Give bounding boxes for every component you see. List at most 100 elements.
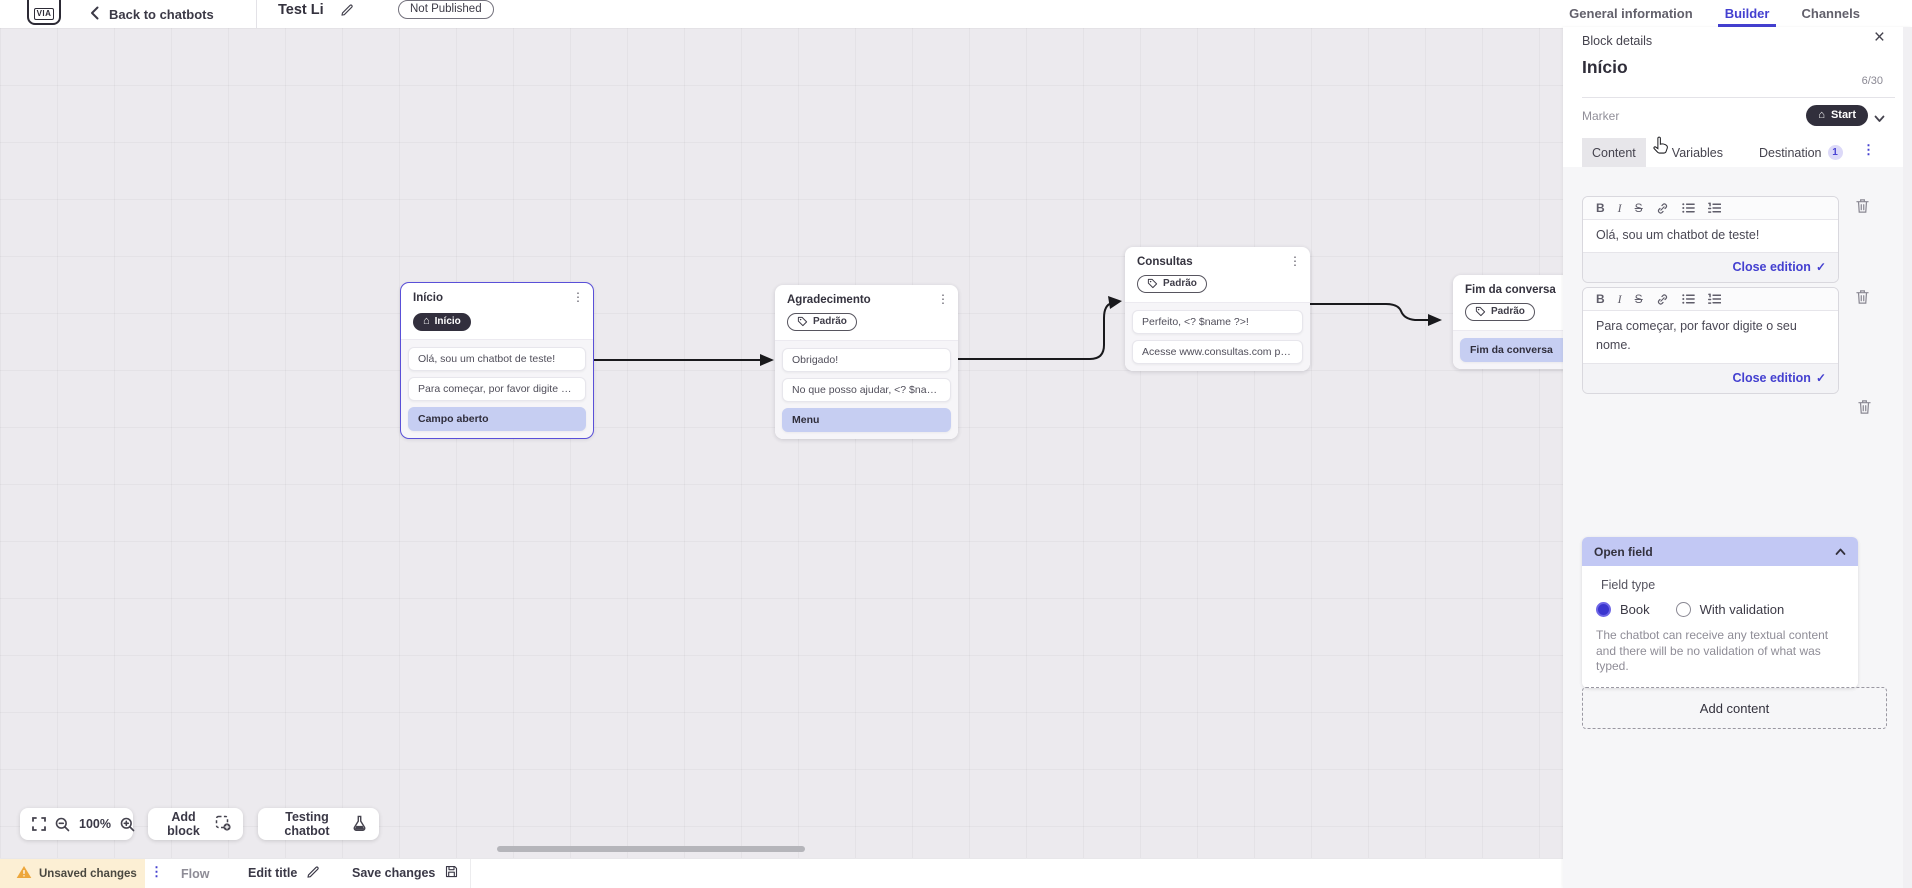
block-items: Obrigado! No que posso ajudar, <? $name .… [775, 340, 958, 439]
block-item[interactable]: Perfeito, <? $name ?>! [1132, 310, 1303, 334]
zoom-out-button[interactable] [55, 817, 70, 832]
char-counter: 6/30 [1861, 75, 1883, 87]
add-block-label: Add block [167, 810, 200, 838]
flow-button[interactable]: Flow [181, 867, 210, 881]
block-item[interactable]: Fim da conversa [1460, 338, 1563, 362]
tag-icon [1147, 278, 1158, 289]
block-marker-badge: ⌂Início [413, 313, 471, 331]
radio-unselected-icon [1675, 602, 1691, 617]
radio-book[interactable]: Book [1596, 602, 1650, 617]
close-edition-button[interactable]: Close edition✓ [1732, 260, 1826, 275]
message-editor[interactable]: B I S Para começar, por favor digite o s… [1582, 287, 1839, 394]
block-kebab-icon[interactable]: ⋮ [572, 290, 584, 304]
italic-icon[interactable]: I [1617, 200, 1622, 215]
chevron-down-icon[interactable] [1874, 111, 1885, 126]
tag-icon [797, 316, 808, 327]
zoom-level: 100% [79, 817, 111, 831]
trash-icon[interactable] [1855, 289, 1870, 308]
bullet-list-icon[interactable] [1681, 202, 1695, 214]
numbered-list-icon[interactable] [1707, 202, 1721, 214]
app-logo: VIA [27, 0, 61, 25]
block-kebab-icon[interactable]: ⋮ [1289, 254, 1301, 268]
tab-destination[interactable]: Destination 1 [1749, 138, 1853, 167]
block-marker-badge: Padrão [1137, 275, 1207, 293]
save-changes-button[interactable]: Save changes [352, 864, 459, 882]
block-item[interactable]: Olá, sou um chatbot de teste! [408, 347, 586, 371]
add-block-button[interactable]: Add block [160, 810, 231, 838]
message-text[interactable]: Para começar, por favor digite o seu nom… [1583, 311, 1838, 363]
bullet-list-icon[interactable] [1681, 293, 1695, 305]
testing-chatbot-button[interactable]: Testing chatbot [270, 810, 367, 838]
block-title: Início [413, 292, 444, 304]
block-title: Agradecimento [787, 294, 871, 306]
unsaved-changes-chip: Unsaved changes [0, 859, 145, 888]
trash-icon[interactable] [1857, 399, 1872, 418]
close-icon[interactable]: × [1873, 27, 1885, 48]
tab-general-information[interactable]: General information [1566, 0, 1696, 27]
strikethrough-icon[interactable]: S [1634, 201, 1643, 215]
panel-kebab-icon[interactable]: ⋮ [1862, 142, 1875, 157]
flow-connections [592, 296, 1442, 366]
home-icon: ⌂ [1818, 108, 1825, 121]
trash-icon[interactable] [1855, 198, 1870, 217]
tab-builder[interactable]: Builder [1717, 0, 1777, 27]
block-item[interactable]: No que posso ajudar, <? $name ... [782, 378, 951, 402]
block-item[interactable]: Obrigado! [782, 348, 951, 372]
chevron-up-icon[interactable] [1835, 548, 1846, 556]
open-field-body: Field type Book With validation The chat… [1582, 566, 1858, 688]
radio-selected-icon [1596, 602, 1611, 617]
strikethrough-icon[interactable]: S [1634, 292, 1643, 306]
bold-icon[interactable]: B [1596, 292, 1605, 306]
chatbot-title[interactable]: Test Li [278, 2, 324, 18]
marker-value: Start [1830, 109, 1856, 121]
link-icon[interactable] [1656, 202, 1669, 215]
bold-icon[interactable]: B [1596, 201, 1605, 215]
field-type-label: Field type [1601, 578, 1656, 592]
tab-variables[interactable]: Variables [1662, 138, 1733, 167]
title-divider [1582, 97, 1895, 98]
block-item[interactable]: Para começar, por favor digite o ... [408, 377, 586, 401]
marker-start-pill[interactable]: ⌂ Start [1806, 105, 1868, 126]
block-kebab-icon[interactable]: ⋮ [937, 292, 949, 306]
edit-title-button[interactable]: Edit title [248, 864, 321, 882]
editor-footer: Close edition✓ [1583, 362, 1838, 393]
block-item[interactable]: Acesse www.consultas.com par... [1132, 340, 1303, 364]
zoom-in-button[interactable] [120, 817, 135, 832]
close-edition-button[interactable]: Close edition✓ [1732, 370, 1826, 385]
message-editor[interactable]: B I S Olá, sou um chatbot de teste! Clo [1582, 196, 1839, 284]
fullscreen-button[interactable] [32, 817, 46, 831]
back-to-chatbots-button[interactable]: Back to chatbots [90, 0, 214, 28]
block-items: Perfeito, <? $name ?>! Acesse www.consult… [1125, 302, 1310, 371]
tab-channels[interactable]: Channels [1798, 0, 1863, 27]
panel-tabs: Content Variables Destination 1 [1582, 138, 1853, 167]
block-name-input[interactable]: Início [1582, 57, 1628, 77]
tab-content[interactable]: Content [1582, 138, 1646, 167]
edit-title-pencil-icon[interactable] [340, 2, 355, 20]
italic-icon[interactable]: I [1617, 291, 1622, 306]
add-block-icon [215, 815, 231, 834]
marker-label: Marker [1582, 109, 1620, 123]
rich-text-toolbar: B I S [1583, 197, 1838, 220]
add-content-button[interactable]: Add content [1582, 687, 1887, 729]
back-chevron-icon [90, 6, 99, 23]
panel-content-area: B I S Olá, sou um chatbot de teste! Clo [1563, 167, 1903, 888]
statusbar-kebab-icon[interactable]: ⋮ [150, 864, 163, 879]
block-item[interactable]: Campo aberto [408, 407, 586, 431]
status-badge: Not Published [398, 0, 494, 19]
destination-count-badge: 1 [1827, 145, 1843, 160]
canvas-horizontal-scrollbar[interactable] [497, 846, 805, 852]
message-text[interactable]: Olá, sou um chatbot de teste! [1583, 220, 1838, 253]
block-items: Olá, sou um chatbot de teste! Para começa… [401, 339, 593, 438]
radio-with-validation[interactable]: With validation [1675, 602, 1784, 617]
link-icon[interactable] [1656, 293, 1669, 306]
numbered-list-icon[interactable] [1707, 293, 1721, 305]
open-field-section: Open field Field type Book Wi [1582, 537, 1858, 688]
open-field-header[interactable]: Open field [1582, 537, 1858, 566]
block-item[interactable]: Menu [782, 408, 951, 432]
